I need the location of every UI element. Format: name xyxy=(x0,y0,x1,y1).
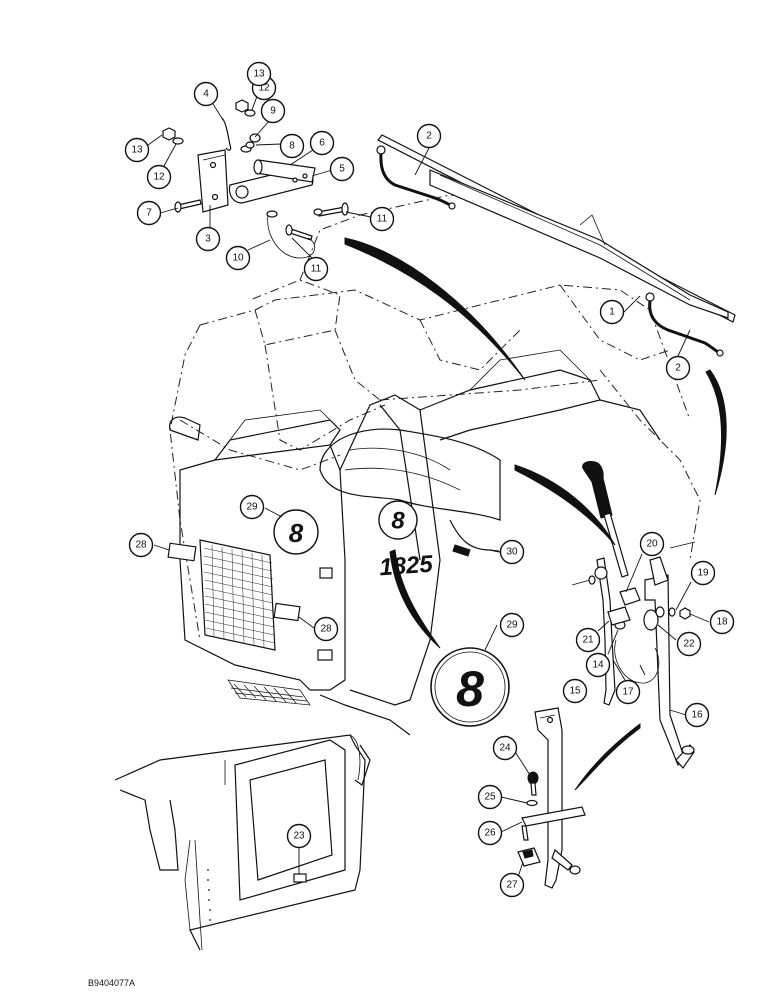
callout-22: 22 xyxy=(676,631,702,657)
callout-3-label: 3 xyxy=(205,234,211,245)
decal-large: 8 xyxy=(430,647,510,727)
callout-2-right: 2 xyxy=(665,355,691,381)
callout-26: 26 xyxy=(477,820,503,846)
callout-20: 20 xyxy=(639,531,665,557)
callout-25-label: 25 xyxy=(484,792,496,803)
callout-11-right-label: 11 xyxy=(377,214,388,225)
decal-small-b-text: 8 xyxy=(391,508,405,535)
callout-5-label: 5 xyxy=(339,164,345,175)
callout-16-label: 16 xyxy=(691,710,703,721)
callout-29-large-label: 29 xyxy=(506,620,518,631)
decal-23-plate xyxy=(293,873,307,883)
callout-23-label: 23 xyxy=(293,831,305,842)
callout-30: 30 xyxy=(499,539,525,565)
callout-28-right: 28 xyxy=(313,616,339,642)
callout-2-right-label: 2 xyxy=(675,363,681,374)
callout-26-label: 26 xyxy=(484,828,496,839)
callout-17-label: 17 xyxy=(622,687,634,698)
callout-18-label: 18 xyxy=(716,617,728,628)
callout-13-top: 13 xyxy=(246,61,272,87)
callout-8: 8 xyxy=(279,133,305,159)
callout-12-left: 12 xyxy=(146,164,172,190)
callout-28-left: 28 xyxy=(128,532,154,558)
callout-28-left-label: 28 xyxy=(135,540,147,551)
callout-7-label: 7 xyxy=(146,208,152,219)
callout-17: 17 xyxy=(615,679,641,705)
callout-28-right-label: 28 xyxy=(320,624,332,635)
callout-12-top-label: 12 xyxy=(258,83,270,94)
callout-24: 24 xyxy=(492,735,518,761)
callout-9: 9 xyxy=(260,98,286,124)
callout-11-bottom-label: 11 xyxy=(311,264,322,275)
callout-29-small: 29 xyxy=(239,494,265,520)
machine-front-body xyxy=(167,349,661,736)
callout-4-label: 4 xyxy=(203,89,209,100)
callout-15: 15 xyxy=(562,678,588,704)
callout-29-large: 29 xyxy=(499,612,525,638)
callout-22-label: 22 xyxy=(683,639,695,650)
light-right xyxy=(273,602,301,622)
step-tread xyxy=(227,679,311,706)
callout-14-label: 14 xyxy=(592,660,604,671)
callout-8-label: 8 xyxy=(289,141,295,152)
pedal-bracket-assembly xyxy=(517,707,586,889)
callout-23: 23 xyxy=(286,823,312,849)
callout-9-label: 9 xyxy=(270,106,276,117)
callout-27-label: 27 xyxy=(506,880,518,891)
callout-6: 6 xyxy=(309,130,335,156)
callout-15-label: 15 xyxy=(569,686,581,697)
small-bracket xyxy=(319,567,333,579)
callout-24-label: 24 xyxy=(499,743,511,754)
callout-2-top: 2 xyxy=(416,123,442,149)
rivet-row xyxy=(207,869,211,921)
grille-mesh xyxy=(203,544,276,649)
decal-small-a: 8 xyxy=(273,509,319,555)
callout-10-label: 10 xyxy=(232,253,244,264)
callout-14: 14 xyxy=(585,652,611,678)
small-bracket-lower xyxy=(317,649,333,661)
decal-small-b: 8 xyxy=(378,500,418,540)
assembly-arrows xyxy=(344,237,727,791)
callout-1-label: 1 xyxy=(609,307,615,318)
callout-19-label: 19 xyxy=(697,568,709,579)
callout-21: 21 xyxy=(575,627,601,653)
callout-10: 10 xyxy=(225,245,251,271)
callout-25: 25 xyxy=(477,784,503,810)
callout-2-top-label: 2 xyxy=(426,131,432,142)
light-left xyxy=(167,542,197,562)
callout-5: 5 xyxy=(329,156,355,182)
callout-13-left-label: 13 xyxy=(131,145,143,156)
callout-19: 19 xyxy=(690,560,716,586)
callout-29-small-label: 29 xyxy=(246,502,258,513)
callout-7: 7 xyxy=(136,200,162,226)
pivot-bracket-assembly xyxy=(162,99,349,259)
callout-27: 27 xyxy=(499,872,525,898)
decal-small-a-text: 8 xyxy=(289,518,304,548)
callout-1: 1 xyxy=(599,299,625,325)
callout-20-label: 20 xyxy=(646,539,658,550)
callout-3: 3 xyxy=(195,226,221,252)
drawing-id: B9404077A xyxy=(88,978,136,988)
callout-13-top-label: 13 xyxy=(253,69,265,80)
model-number-decal: 1825 xyxy=(378,551,434,582)
leader-lines xyxy=(147,87,710,884)
callout-18: 18 xyxy=(709,609,735,635)
callout-30-label: 30 xyxy=(506,547,518,558)
cab-door-frame xyxy=(114,734,371,951)
control-lever-assembly xyxy=(571,461,696,769)
callout-12-left-label: 12 xyxy=(153,172,165,183)
decal-large-text: 8 xyxy=(456,661,484,717)
callout-6-label: 6 xyxy=(319,138,325,149)
rod-assembly xyxy=(376,134,736,357)
callout-4: 4 xyxy=(193,81,219,107)
callout-11-right: 11 xyxy=(369,206,395,232)
callout-11-bottom: 11 xyxy=(303,256,329,282)
callout-21-label: 21 xyxy=(582,635,594,646)
callout-13-left: 13 xyxy=(124,137,150,163)
callout-16: 16 xyxy=(684,702,710,728)
